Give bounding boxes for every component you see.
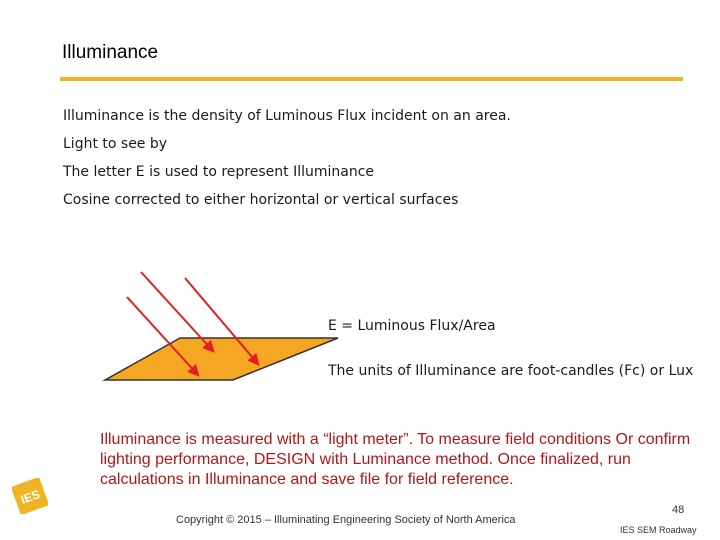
bullet-item: Cosine corrected to either horizontal or… [63,192,459,208]
surface-plane [102,337,339,381]
bullet-item: Light to see by [63,136,168,152]
light-ray-arrow [184,277,260,366]
light-ray-arrow [126,296,200,377]
light-ray-arrow [140,271,215,353]
copyright-text: Copyright © 2015 – Illuminating Engineer… [176,514,516,526]
page-number: 48 [672,504,685,516]
measurement-note: Illuminance is measured with a “light me… [100,431,691,488]
footer-tag: IES SEM Roadway [620,525,697,535]
title-underline [60,77,683,81]
ies-logo-icon: IES [12,478,48,514]
bullet-list: Illuminance is the density of Luminous F… [63,105,511,217]
bullet-item: The letter E is used to represent Illumi… [63,164,375,180]
illuminance-units: The units of Illuminance are foot-candle… [328,363,694,379]
bullet-item: Illuminance is the density of Luminous F… [63,108,511,124]
svg-text:IES: IES [19,487,42,507]
illuminance-formula: E = Luminous Flux/Area [328,318,496,334]
slide-title: Illuminance [62,42,159,63]
